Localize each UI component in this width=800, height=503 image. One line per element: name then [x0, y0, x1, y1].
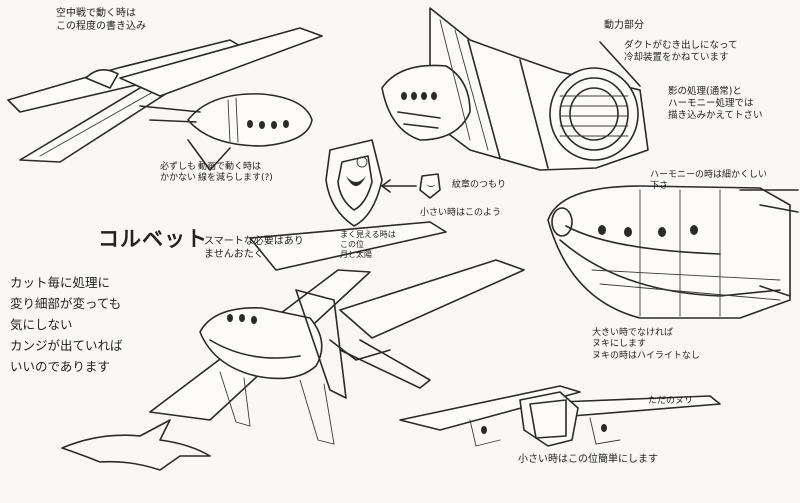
- note-small: 小さい時はこのよう: [420, 208, 502, 218]
- note-shading: 影の処理(通常)と ハーモニー処理では 描き込みかえてトさい: [668, 86, 763, 121]
- engine-detail-sketch: [381, 7, 649, 171]
- page-title: コルベット: [98, 227, 208, 251]
- note-harmony: ハーモニーの時は細かくしい 下さ: [650, 170, 768, 192]
- note-emblem: まく見える時は この位 月と太陽: [340, 230, 396, 259]
- emblem-sketch-large: [325, 139, 383, 227]
- emblem-sketch-small: [381, 173, 441, 199]
- note-under-ship: 動画で動く時は 線を減らします(?): [198, 162, 273, 184]
- note-engine-title: 動力部分: [604, 20, 644, 31]
- note-big: 大きい時でなければ ヌキにします ヌキの時はハイライトなし: [592, 328, 700, 361]
- corvette-sketch-top-left: [7, 27, 323, 171]
- note-left-mid: 必ずしも かかない: [160, 162, 197, 184]
- note-bottom: 小さい時はこの位簡単にします: [518, 454, 658, 465]
- emblem-label: 紋章のつもり: [452, 180, 507, 190]
- hull-detail-sketch: [547, 185, 799, 319]
- corvette-silhouette-small: [61, 419, 211, 471]
- note-engine: ダクトがむき出しになって 冷却装置をかねています: [624, 40, 738, 63]
- note-top-left: 空中戦で動く時は この程度の書き込み: [56, 8, 146, 32]
- label-hull: ただのヌリ: [648, 396, 694, 406]
- note-smart: スマートな必要はあり ませんおたく: [204, 236, 304, 260]
- note-left-block: カット毎に処理に 変り細部が変っても 気にしない カンジが出ていれば いいのであ…: [10, 275, 123, 374]
- corvette-sketch-bottom-center: [149, 221, 525, 445]
- corvette-sketch-bottom-right: [399, 385, 721, 447]
